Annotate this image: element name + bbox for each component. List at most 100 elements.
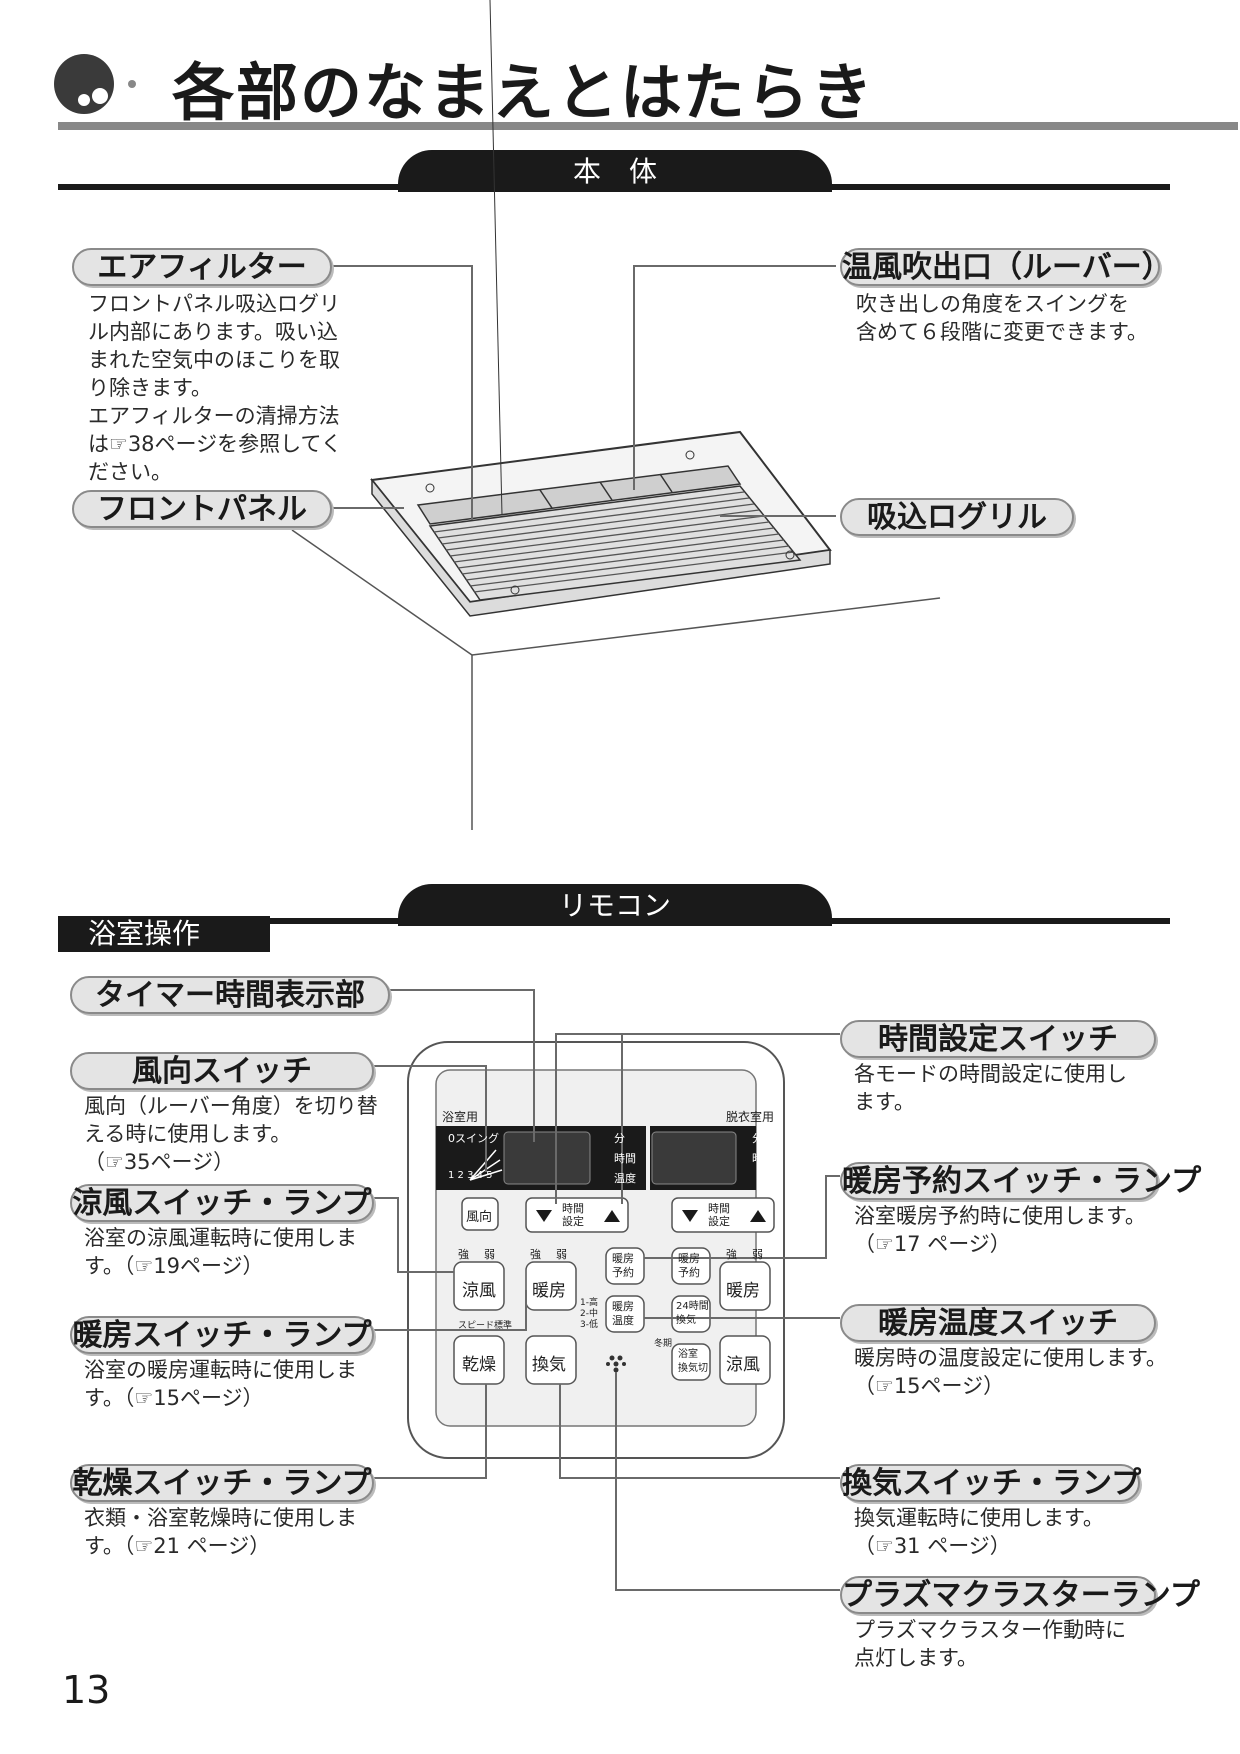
desc-line: 各モードの時間設定に使用し xyxy=(854,1062,1127,1086)
bath-vent-off-button[interactable]: 浴室 換気切 xyxy=(678,1348,708,1376)
title-divider xyxy=(58,122,1238,130)
label-louver: 温風吹出口（ルーバー） xyxy=(840,248,1172,286)
desc-line: ます。 xyxy=(854,1090,915,1114)
heat-reserve-text: 予約 xyxy=(678,1266,700,1279)
heat-button[interactable]: 暖房 xyxy=(532,1281,566,1301)
desc-line: える時に使用します。 xyxy=(84,1122,292,1146)
direction-button[interactable]: 風向 xyxy=(466,1210,493,1225)
desc-line: まれた空気中のほこりを取 xyxy=(88,348,340,372)
desc-line: 浴室の涼風運転時に使用しま xyxy=(84,1226,357,1250)
heat-temp-button[interactable]: 暖房 温度 xyxy=(612,1300,634,1328)
vent-24h-button[interactable]: 24時間 換気 xyxy=(676,1300,709,1328)
desc-line: 浴室暖房予約時に使用します。 xyxy=(854,1204,1146,1228)
lamp-weak: 弱 xyxy=(484,1248,495,1261)
desc-line: す。（☞21 ページ） xyxy=(84,1534,271,1558)
swing-label: 0スイング xyxy=(448,1132,499,1145)
heat-reserve-button-right[interactable]: 暖房 予約 xyxy=(678,1252,700,1280)
time-set-button[interactable]: 時間 設定 xyxy=(562,1202,584,1228)
desc-direction-switch: 風向（ルーバー角度）を切り替 える時に使用します。 （☞35ページ） xyxy=(84,1092,378,1176)
section-rule-remote xyxy=(58,918,1170,924)
label-bath-use: 浴室用 xyxy=(442,1110,479,1124)
temp-level: 2-中 xyxy=(580,1309,598,1319)
lamp-standard: 標準 xyxy=(494,1321,513,1331)
angle-digits: 1 2 3 4 5 xyxy=(448,1170,493,1181)
label-cool-switch: 涼風スイッチ・ランプ xyxy=(70,1184,374,1222)
unit-hour: 時間 xyxy=(614,1152,636,1165)
time-set-text: 設定 xyxy=(562,1215,584,1228)
time-set-text: 時間 xyxy=(562,1202,584,1215)
bath-vent-off-text: 換気切 xyxy=(678,1363,708,1374)
label-vent-switch: 換気スイッチ・ランプ xyxy=(840,1464,1142,1502)
section-rule-body xyxy=(58,184,1170,190)
unit-minute-right: 分 xyxy=(752,1132,763,1145)
unit-hour-right: 時間 xyxy=(752,1152,774,1165)
desc-time-set-switch: 各モードの時間設定に使用し ます。 xyxy=(854,1060,1127,1116)
temp-level: 1-高 xyxy=(580,1298,598,1308)
subhead-bath-operation: 浴室操作 xyxy=(58,916,270,952)
time-set-text: 設定 xyxy=(708,1215,730,1228)
desc-vent-switch: 換気運転時に使用します。 （☞31 ページ） xyxy=(854,1504,1104,1560)
label-intake-grille: 吸込ログリル xyxy=(840,498,1074,536)
vent-24h-text: 24時間 xyxy=(676,1301,709,1312)
cool-button[interactable]: 涼風 xyxy=(462,1281,496,1301)
desc-line: （☞31 ページ） xyxy=(854,1534,1011,1558)
desc-dry-switch: 衣類・浴室乾燥時に使用しま す。（☞21 ページ） xyxy=(84,1504,357,1560)
heat-reserve-text: 暖房 xyxy=(612,1252,634,1265)
cool-button-right[interactable]: 涼風 xyxy=(726,1355,760,1375)
desc-louver: 吹き出しの角度をスイングを 含めて６段階に変更できます。 xyxy=(856,290,1148,346)
desc-line: 換気運転時に使用します。 xyxy=(854,1506,1104,1530)
desc-heat-temp: 暖房時の温度設定に使用します。 （☞15ページ） xyxy=(854,1344,1167,1400)
desc-line: エアフィルターの清掃方法 xyxy=(88,404,340,428)
label-time-set-switch: 時間設定スイッチ xyxy=(840,1020,1156,1058)
label-direction-switch: 風向スイッチ xyxy=(70,1052,374,1090)
label-heat-temp: 暖房温度スイッチ xyxy=(840,1304,1156,1342)
vent-button[interactable]: 換気 xyxy=(532,1355,566,1375)
label-timer-display: タイマー時間表示部 xyxy=(70,976,390,1014)
page-number: 13 xyxy=(62,1668,111,1712)
label-front-panel: フロントパネル xyxy=(72,490,332,528)
desc-line: （☞15ページ） xyxy=(854,1374,1005,1398)
desc-line: ださい。 xyxy=(88,460,172,484)
lamp-speed: スピード xyxy=(458,1321,495,1331)
time-set-button-right[interactable]: 時間 設定 xyxy=(708,1202,730,1228)
desc-heat-switch: 浴室の暖房運転時に使用しま す。（☞15ページ） xyxy=(84,1356,357,1412)
heat-reserve-text: 暖房 xyxy=(678,1252,700,1265)
label-plasma-lamp: プラズマクラスターランプ xyxy=(840,1576,1200,1614)
temp-level: 3-低 xyxy=(580,1320,598,1330)
heat-temp-text: 暖房 xyxy=(612,1300,634,1313)
bath-vent-off-text: 浴室 xyxy=(678,1349,698,1360)
desc-line: す。（☞19ページ） xyxy=(84,1254,264,1278)
label-dressing-use: 脱衣室用 xyxy=(726,1110,775,1124)
vent-24h-text: 換気 xyxy=(676,1315,696,1326)
time-set-text: 時間 xyxy=(708,1202,730,1215)
lamp-strong-2: 強 xyxy=(530,1248,541,1261)
desc-heat-reserve: 浴室暖房予約時に使用します。 （☞17 ページ） xyxy=(854,1202,1146,1258)
desc-line: 浴室の暖房運転時に使用しま xyxy=(84,1358,357,1382)
lamp-strong: 強 xyxy=(458,1248,469,1261)
lamp-winter: 冬期 xyxy=(654,1339,673,1349)
desc-cool-switch: 浴室の涼風運転時に使用しま す。（☞19ページ） xyxy=(84,1224,357,1280)
lamp-weak-2: 弱 xyxy=(556,1248,567,1261)
desc-line: 衣類・浴室乾燥時に使用しま xyxy=(84,1506,357,1530)
desc-line: 含めて６段階に変更できます。 xyxy=(856,320,1148,344)
label-heat-switch: 暖房スイッチ・ランプ xyxy=(70,1316,374,1354)
desc-line: す。（☞15ページ） xyxy=(84,1386,264,1410)
desc-line: 吹き出しの角度をスイングを xyxy=(856,292,1129,316)
unit-minute: 分 xyxy=(614,1132,625,1145)
unit-temp: 温度 xyxy=(614,1172,636,1185)
page-title: 各部のなまえとはたらき xyxy=(172,56,875,129)
desc-air-filter: フロントパネル吸込ログリ ル内部にあります。吸い込 まれた空気中のほこりを取 り… xyxy=(88,290,342,486)
desc-line: 暖房時の温度設定に使用します。 xyxy=(854,1346,1167,1370)
desc-line: （☞35ページ） xyxy=(84,1150,235,1174)
desc-line: ル内部にあります。吸い込 xyxy=(88,320,338,344)
desc-plasma-lamp: プラズマクラスター作動時に 点灯します。 xyxy=(854,1616,1126,1672)
desc-line: り除きます。 xyxy=(88,376,212,400)
heat-reserve-button[interactable]: 暖房 予約 xyxy=(612,1252,634,1280)
heat-button-right[interactable]: 暖房 xyxy=(726,1281,760,1301)
temp-levels: 1-高 2-中 3-低 xyxy=(580,1298,598,1331)
desc-line: は☞38ページを参照してく xyxy=(88,432,342,456)
desc-line: フロントパネル吸込ログリ xyxy=(88,292,340,316)
label-dry-switch: 乾燥スイッチ・ランプ xyxy=(70,1464,374,1502)
label-air-filter: エアフィルター xyxy=(72,248,332,286)
dry-button[interactable]: 乾燥 xyxy=(462,1355,496,1375)
